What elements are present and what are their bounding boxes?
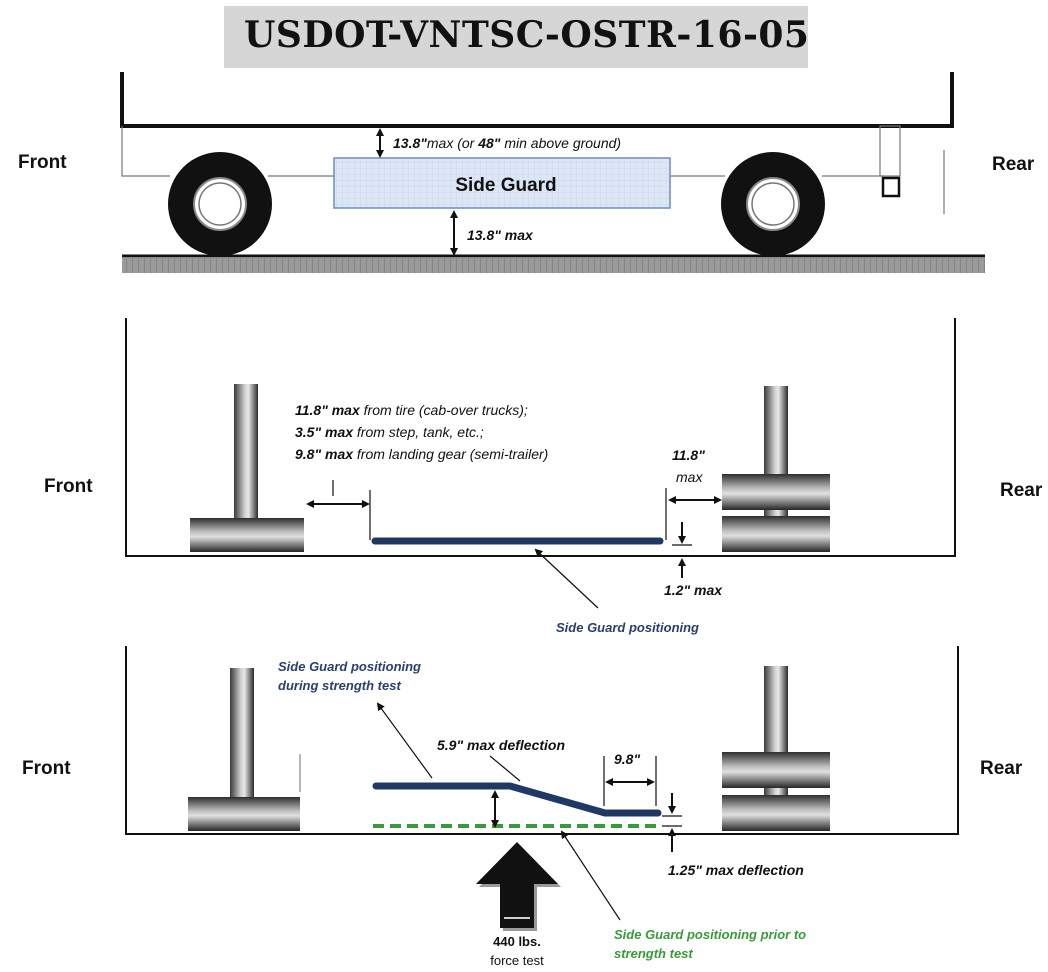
side-guard-box: [333, 157, 671, 209]
rear-clearance-unit: max: [676, 469, 703, 485]
rear-axle-tire-2: [722, 516, 830, 552]
front-label: Front: [22, 758, 71, 779]
front-axle-shaft: [234, 384, 258, 518]
positioning-label: Side Guard positioning: [556, 620, 699, 635]
end-deflection-label: 1.25" max deflection: [668, 862, 804, 878]
deflection-label: 5.9" max deflection: [437, 737, 565, 753]
rear-post-foot: [881, 176, 901, 198]
front-wheel: [168, 152, 272, 256]
vertical-offset-label: 1.2" max: [664, 582, 723, 598]
rear-label: Rear: [992, 154, 1035, 175]
deflected-guard: [372, 782, 662, 817]
rear-axle-shaft: [764, 666, 788, 756]
ground-hatch: [122, 258, 985, 273]
prior-leader: [560, 830, 621, 921]
panel-top-view: 11.8" max from tire (cab-over trucks); 3…: [44, 318, 1043, 635]
rear-axle-link: [764, 510, 788, 518]
front-axle-tire: [190, 518, 304, 552]
rear-wheel: [721, 152, 825, 256]
front-axle-shaft: [230, 668, 254, 798]
panel-strength-test: Side Guard positioning during strength t…: [22, 646, 1023, 968]
front-label: Front: [18, 152, 67, 173]
side-guard-label: Side Guard: [455, 175, 556, 196]
report-id: USDOT-VNTSC-OSTR-16-05: [244, 14, 810, 56]
force-value: 440 lbs.: [493, 934, 541, 949]
rear-axle-tire-1: [722, 752, 830, 788]
rear-clearance-value: 11.8": [672, 447, 705, 463]
report-id-box: [224, 6, 808, 68]
rear-label: Rear: [1000, 480, 1043, 501]
rear-axle-shaft: [764, 386, 788, 476]
rear-post: [879, 125, 901, 177]
rear-axle-link: [764, 788, 788, 796]
positioning-leader: [534, 548, 599, 609]
bottom-gap-label: 13.8" max: [467, 227, 534, 243]
front-clearance-notes: 11.8" max from tire (cab-over trucks); 3…: [295, 402, 548, 462]
chassis-line: [121, 126, 170, 177]
top-gap-label: 13.8"max (or 48" min above ground): [393, 135, 621, 151]
panel3-frame: [125, 646, 959, 835]
rear-axle-tire-1: [722, 474, 830, 510]
rear-axle-tire-2: [722, 795, 830, 831]
front-axle-tire: [188, 797, 300, 831]
rear-label: Rear: [980, 758, 1023, 779]
trailer-body: [120, 72, 954, 128]
panel-side-view: Side Guard 13.8"max (or 48" min above gr…: [18, 72, 1035, 273]
force-label: force test: [490, 953, 544, 968]
front-label: Front: [44, 476, 93, 497]
end-length-label: 9.8": [614, 751, 640, 767]
during-test-label: Side Guard positioning during strength t…: [278, 659, 425, 693]
force-arrow-icon: [476, 842, 561, 931]
deflection-leader: [489, 755, 521, 782]
prior-label: Side Guard positioning prior to strength…: [614, 927, 810, 961]
during-test-leader: [376, 702, 433, 779]
